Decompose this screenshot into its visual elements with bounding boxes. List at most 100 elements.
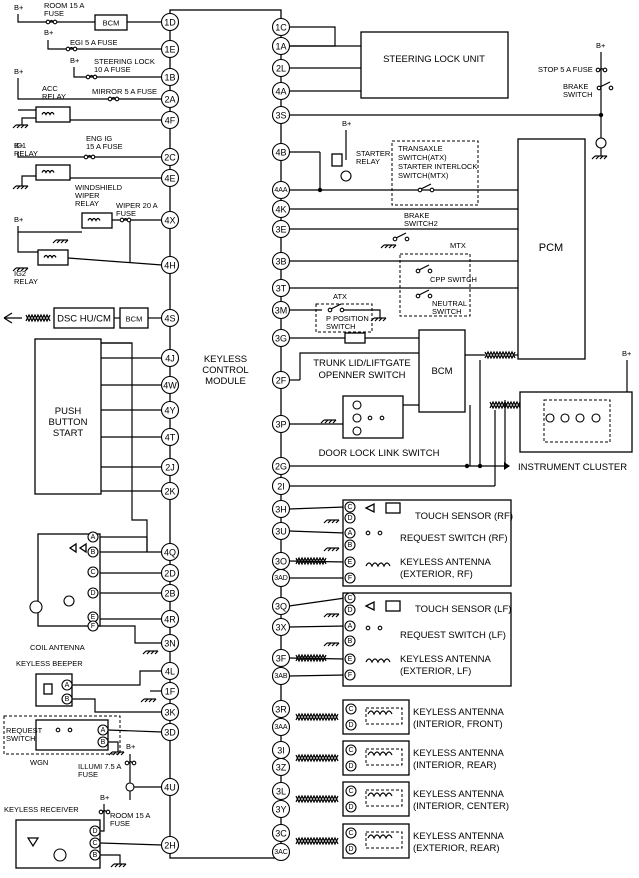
ant_ext_rear-pin-c-label: C: [348, 830, 353, 837]
request-ground: [120, 751, 125, 756]
brake-lamp-icon: [595, 137, 607, 149]
pin-3ac-label: 3AC: [274, 849, 288, 856]
steering-lock-unit-box: [360, 31, 509, 99]
cluster-lamp-icon: [591, 413, 601, 423]
coil-pin-b-label: B: [91, 549, 96, 556]
p-position-label: P POSITION: [326, 314, 369, 323]
pin-3c-label: 3C: [275, 829, 287, 839]
pin-2b: [160, 583, 180, 603]
push-button-label: START: [53, 428, 83, 439]
acc-relay-coil: [41, 111, 55, 116]
mtx-box: [399, 253, 471, 317]
pin-2l-label: 2L: [276, 64, 286, 74]
receiver-pin-d-label: D: [92, 828, 97, 835]
pin-2j: [160, 457, 180, 477]
ig1-relay-label: RELAY: [14, 149, 38, 158]
mtx-label: MTX: [450, 241, 466, 250]
cluster-lamp-icon: [575, 413, 585, 423]
lf-ground2: [323, 642, 328, 647]
acc-ground: [24, 124, 29, 129]
keyless-receiver-label: KEYLESS RECEIVER: [4, 805, 79, 814]
junction-dot: [464, 463, 470, 469]
rf-ground: [327, 519, 332, 524]
illumi-fuse-icon: [131, 760, 137, 766]
wire: [17, 14, 95, 23]
pin-2b-label: 2B: [164, 589, 175, 599]
pin-3n: [160, 633, 180, 653]
wire: [288, 674, 346, 677]
lf-pin-c: [344, 592, 356, 604]
stop-fuse-label: STOP 5 A FUSE: [538, 65, 593, 74]
wire: [100, 804, 105, 832]
coil-antenna-icon: [29, 600, 43, 614]
pin-4t: [160, 427, 180, 447]
receiver-pin-c: [89, 837, 101, 849]
pin-4aa: [271, 180, 291, 200]
pin-2d-label: 2D: [164, 569, 176, 579]
acc-ground: [20, 124, 25, 129]
neutral-switch-label: SWITCH: [432, 307, 462, 316]
pin-4w: [160, 375, 180, 395]
door-lock-switch-box: [342, 395, 404, 439]
wire: [17, 152, 162, 158]
receiver-pin-c-label: C: [92, 840, 97, 847]
cluster-twisted: [489, 400, 521, 410]
request-switch-label: SWITCH: [6, 734, 36, 743]
pin-4e-label: 4E: [164, 174, 175, 184]
trunk-switch-icon: [344, 332, 366, 344]
bcm-label: BCM: [431, 366, 452, 377]
wire: [288, 506, 346, 510]
diode-icon: [68, 542, 77, 554]
room-fuse-label: FUSE: [44, 9, 64, 18]
eng-ig-fuse-icon: [90, 154, 96, 160]
pin-3k: [160, 702, 180, 722]
receiver-antenna-icon: [26, 837, 40, 848]
beeper-pin-b-label: B: [65, 696, 70, 703]
wgn-label: WGN: [30, 758, 48, 767]
pin-4u-label: 4U: [164, 783, 176, 793]
door-lock-switch-icon: [379, 415, 385, 421]
trunk-switch-label: OPENNER SWITCH: [318, 370, 405, 381]
ant_int_front-label: KEYLESS ANTENNA: [413, 707, 504, 718]
pin-3z-label: 3Z: [276, 763, 287, 773]
wire: [107, 729, 163, 733]
pin-3ab-label: 3AB: [274, 673, 288, 680]
room-fuse2-icon: [98, 809, 104, 815]
receiver-ground: [118, 863, 123, 868]
pin-2g: [271, 456, 291, 476]
rf-pin-b: [344, 539, 356, 551]
starter-relay-label: RELAY: [356, 157, 380, 166]
pin-4a: [271, 81, 291, 101]
stop-ground: [599, 155, 604, 160]
wire: [21, 175, 36, 186]
pin-3c: [271, 823, 291, 843]
wiper-fuse-icon: [126, 217, 132, 223]
instrument-cluster-label: INSTRUMENT CLUSTER: [518, 462, 627, 473]
pin-3y: [271, 799, 291, 819]
door-lock-switch-label: DOOR LOCK LINK SWITCH: [319, 448, 440, 459]
p-position-ground: [378, 317, 383, 322]
request-switch-icon: [55, 727, 61, 733]
coil-pin-f-label: F: [91, 623, 95, 630]
coil-pin-d: [87, 587, 99, 599]
brake-switch2-icon: [404, 236, 410, 242]
pin-3k-label: 3K: [164, 708, 175, 718]
pin-3r: [271, 699, 291, 719]
wire: [72, 670, 162, 686]
diode-icon: [78, 542, 87, 554]
ig2-relay-label: RELAY: [14, 277, 38, 286]
bcm-label: BCM: [126, 315, 143, 324]
pin-3p-label: 3P: [275, 420, 286, 430]
acc-relay: [35, 106, 71, 123]
b-plus-label: B+: [44, 28, 54, 37]
steering-fuse-icon: [92, 74, 98, 80]
rf-pin-e-label: E: [348, 559, 353, 566]
wire: [73, 67, 162, 78]
b-plus-label: B+: [596, 41, 606, 50]
pin-4r: [160, 609, 180, 629]
mirror-fuse-label: MIRROR 5 A FUSE: [92, 87, 157, 96]
pin-1c-label: 1C: [275, 23, 287, 33]
lf-request-icon: [377, 625, 383, 631]
pin-3l: [271, 781, 291, 801]
wiper-relay-label: WINDSHIELD: [75, 183, 123, 192]
